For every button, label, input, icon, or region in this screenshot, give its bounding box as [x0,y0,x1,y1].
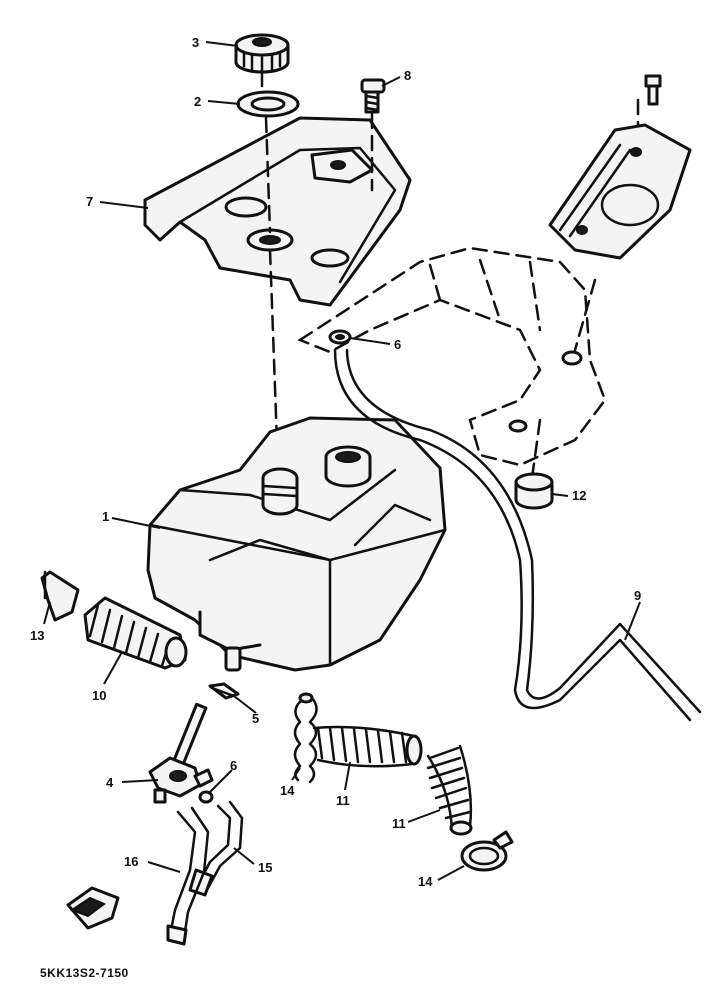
part-side-shield [548,123,692,260]
callout-10: 10 [92,688,106,703]
part-coil-spring-11-right [426,744,473,836]
part-damper [514,472,554,510]
callout-7: 7 [86,194,93,209]
part-breather-hose [333,348,702,722]
callout-14-lower: 14 [418,874,433,889]
diagram-code: 5KK13S2-7150 [40,966,129,980]
callout-2: 2 [194,94,201,109]
callout-3: 3 [192,35,199,50]
alignment-line [573,278,597,352]
callout-5: 5 [252,711,259,726]
front-arrow-icon [66,886,120,930]
callout-6-lower: 6 [230,758,237,773]
part-frame-bracket [297,246,607,467]
alignment-line [530,418,542,480]
part-gasket [236,90,300,118]
part-grommet-upper [328,329,352,345]
alignment-line [264,116,272,234]
callout-12: 12 [572,488,586,503]
part-coil-spring-11-left [312,725,423,768]
part-small-screw [644,74,662,106]
part-spring-14-upper [293,692,318,784]
part-corrugated-boot [83,596,188,670]
callout-9: 9 [634,588,641,603]
callout-8: 8 [404,68,411,83]
part-grommet-lower [198,790,214,804]
part-fuel-tank [146,416,447,672]
callout-13: 13 [30,628,44,643]
part-fuel-cock [148,702,214,804]
callout-16: 16 [124,854,138,869]
part-connector [208,682,240,700]
callout-11-left: 11 [336,793,350,808]
callout-1: 1 [102,509,109,524]
part-fuel-cap [234,33,290,74]
part-bolt [360,78,386,114]
callout-11-right: 11 [392,816,406,831]
callout-4: 4 [106,775,114,790]
part-tank-cover [143,116,412,307]
part-hose-clamp-14 [460,830,514,872]
part-fuel-hose-16 [166,806,210,946]
leader-lines [43,41,641,881]
callout-6-upper: 6 [394,337,401,352]
callout-15: 15 [258,860,272,875]
callout-14-upper: 14 [280,783,295,798]
part-hose-clip [40,570,80,622]
